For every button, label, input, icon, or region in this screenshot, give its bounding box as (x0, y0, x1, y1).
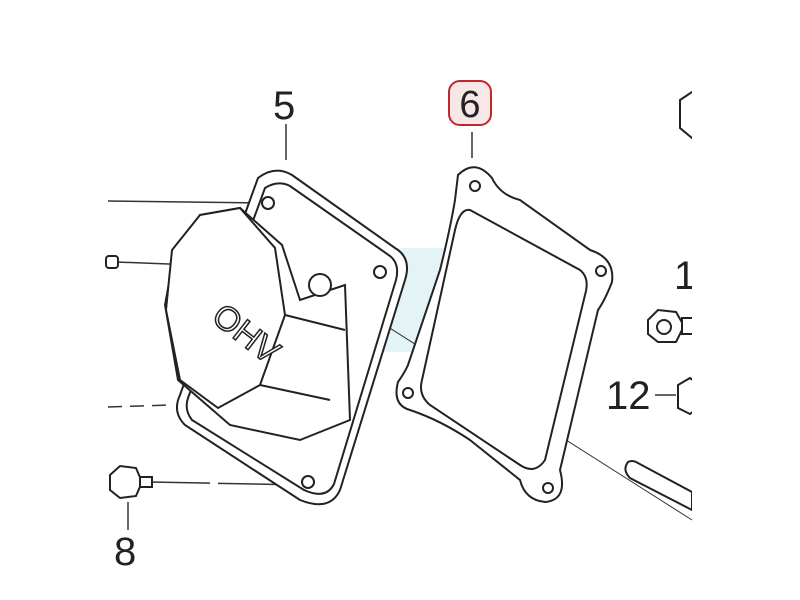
label-12: 12 (606, 374, 651, 418)
label-1-partial: 1 (674, 256, 692, 296)
label-8: 8 (114, 530, 137, 574)
valve-cover-5 (163, 169, 408, 506)
image-edge (692, 0, 800, 600)
highlighted-callout-6[interactable]: 6 (448, 80, 492, 126)
label-6: 6 (459, 84, 481, 126)
bolt-8 (109, 464, 144, 500)
label-5: 5 (273, 84, 296, 128)
gasket-6 (395, 166, 614, 504)
